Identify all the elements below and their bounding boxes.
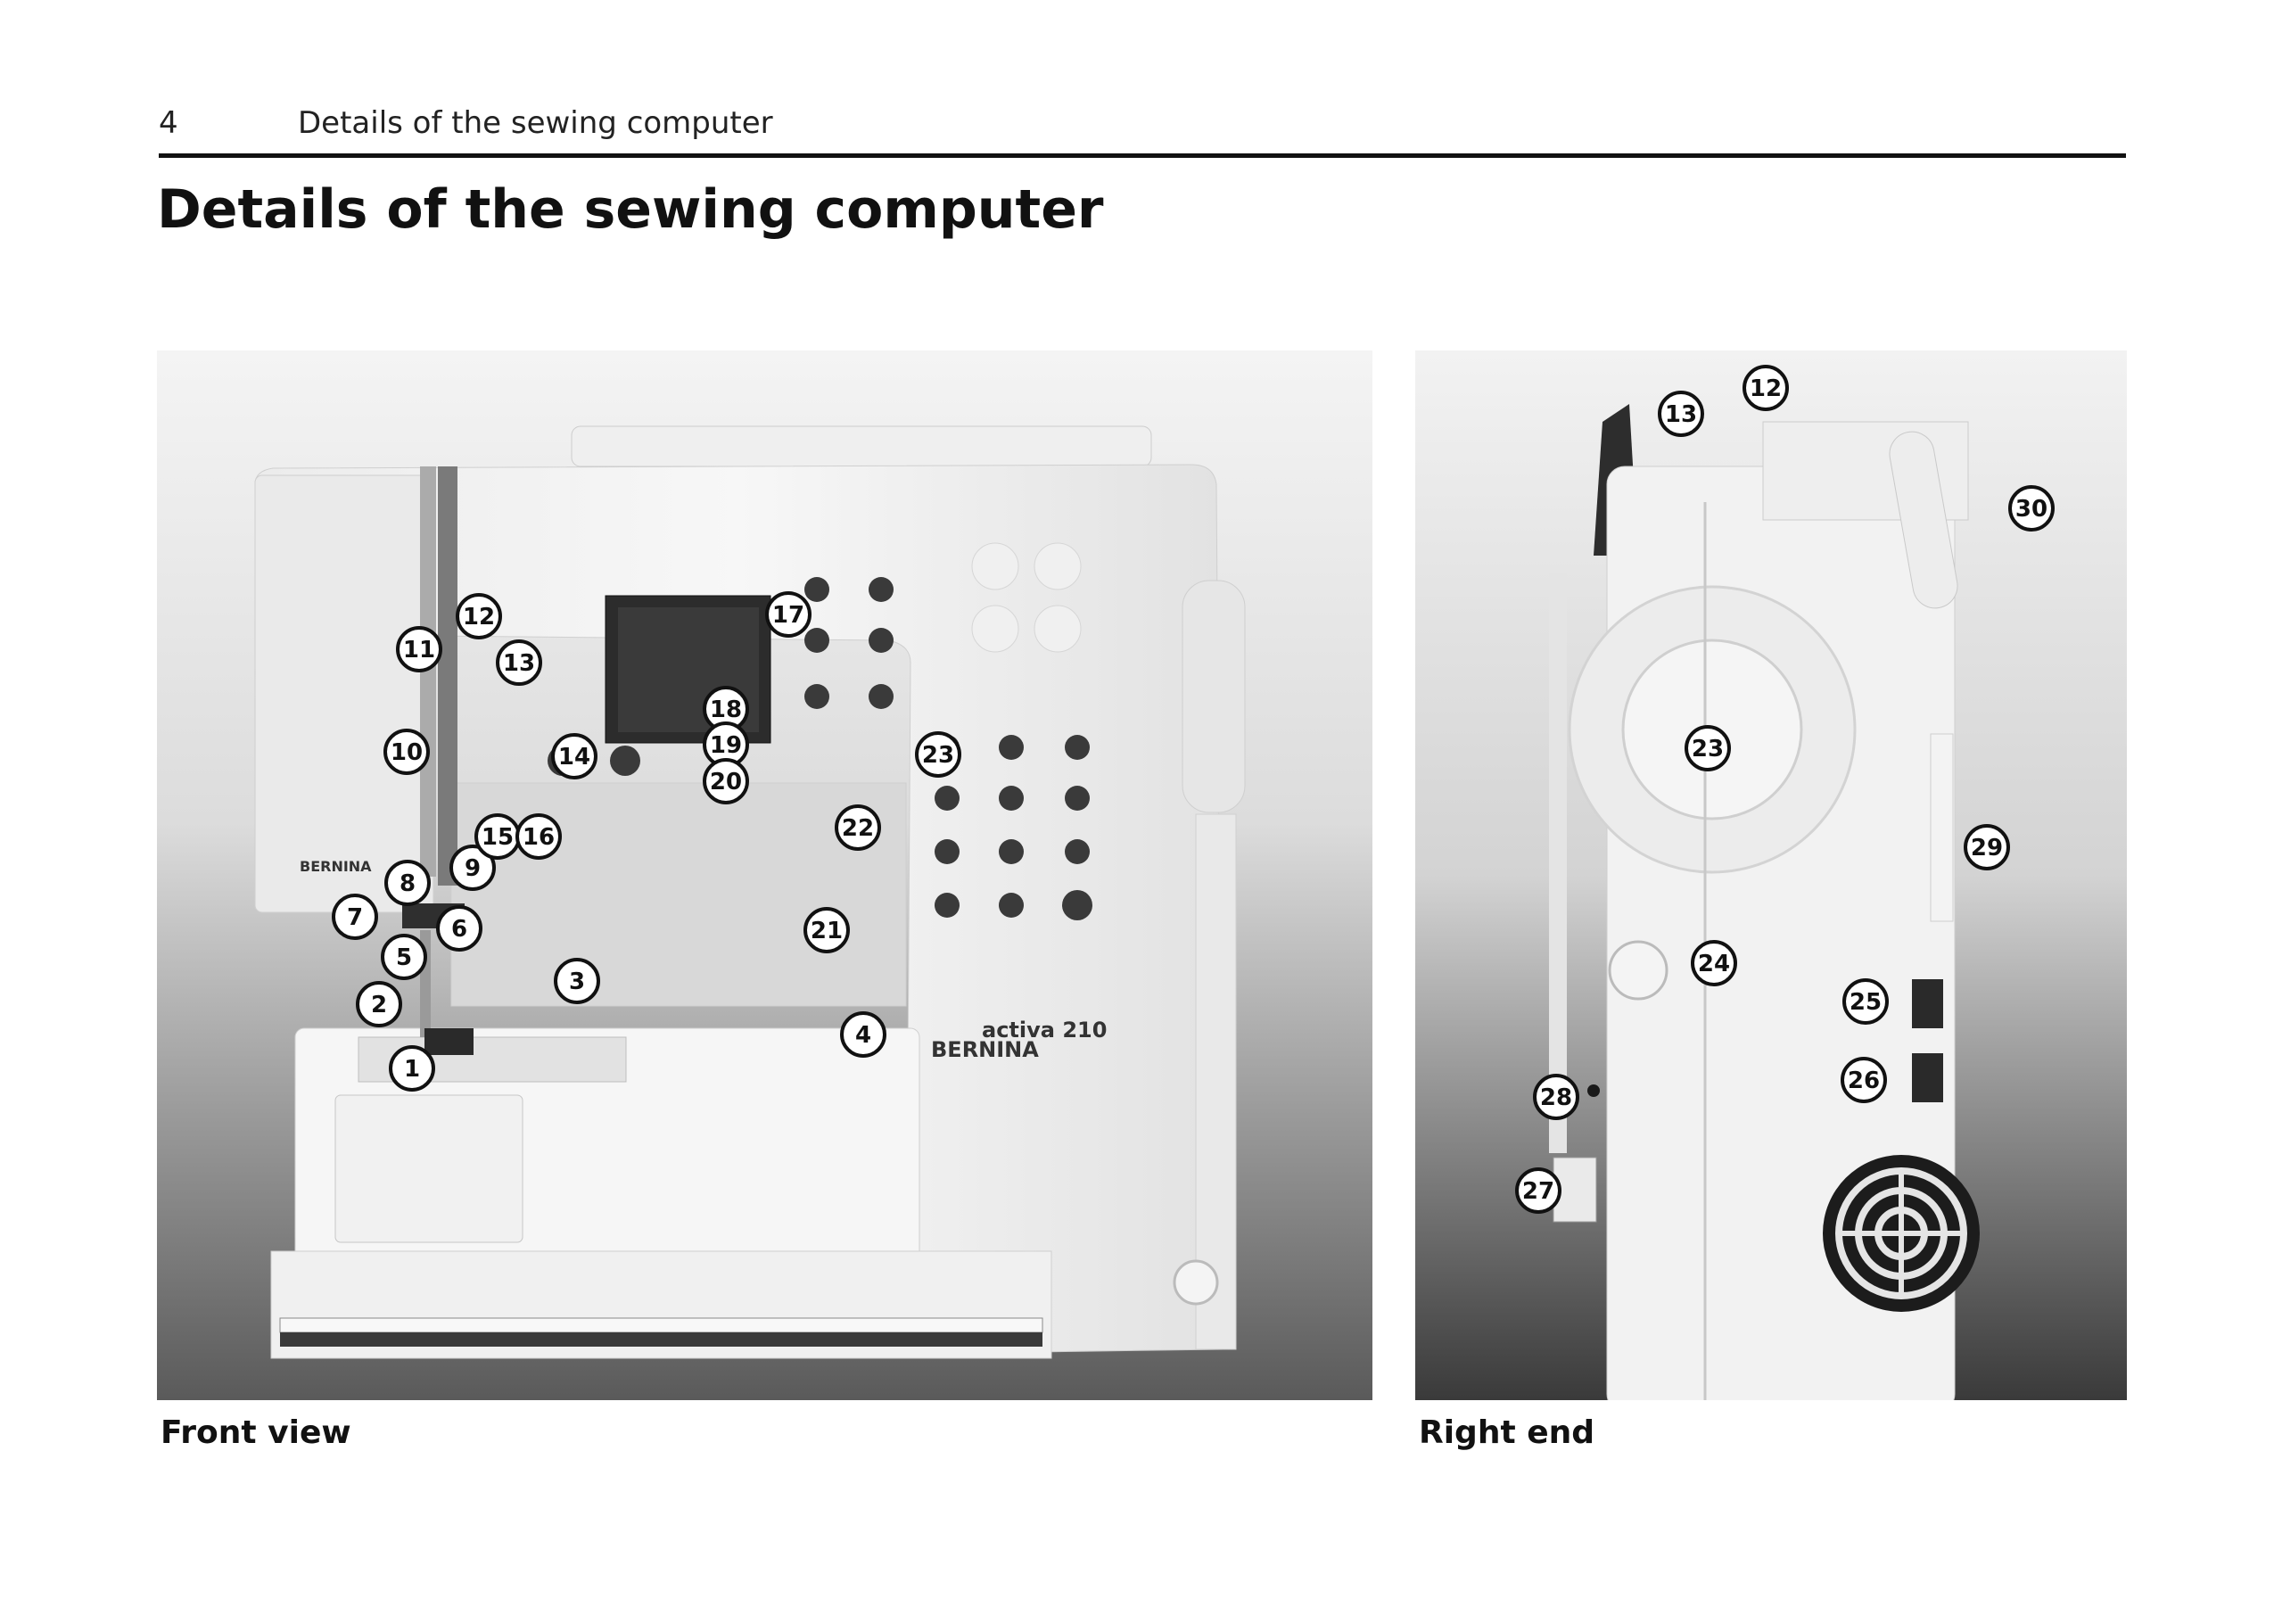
svg-text:29: 29 bbox=[1971, 835, 2003, 861]
callout-13: 13 bbox=[1658, 391, 1704, 437]
callout-18: 18 bbox=[703, 686, 749, 732]
callout-12: 12 bbox=[456, 593, 502, 639]
svg-text:23: 23 bbox=[1692, 736, 1724, 763]
svg-text:6: 6 bbox=[451, 916, 467, 943]
svg-text:26: 26 bbox=[1848, 1068, 1880, 1094]
page-title: Details of the sewing computer bbox=[157, 178, 1104, 241]
callout-12: 12 bbox=[1743, 365, 1789, 411]
svg-text:19: 19 bbox=[710, 732, 742, 759]
svg-text:14: 14 bbox=[558, 744, 590, 771]
running-title: Details of the sewing computer bbox=[298, 105, 773, 141]
header-rule bbox=[159, 153, 2126, 158]
callout-4: 4 bbox=[840, 1011, 886, 1058]
callout-24: 24 bbox=[1691, 940, 1737, 986]
model-name: activa 210 bbox=[982, 1018, 1107, 1043]
svg-text:12: 12 bbox=[463, 604, 495, 631]
callout-30: 30 bbox=[2008, 485, 2055, 532]
callout-29: 29 bbox=[1964, 824, 2010, 870]
caption-front-view: Front view bbox=[161, 1414, 351, 1451]
svg-text:1: 1 bbox=[404, 1056, 420, 1083]
callout-15: 15 bbox=[474, 813, 521, 860]
callout-16: 16 bbox=[515, 813, 562, 860]
svg-text:11: 11 bbox=[403, 637, 435, 664]
callout-6: 6 bbox=[436, 905, 482, 952]
svg-text:12: 12 bbox=[1750, 375, 1782, 402]
svg-text:13: 13 bbox=[1665, 401, 1697, 428]
callout-10: 10 bbox=[383, 729, 430, 775]
svg-text:15: 15 bbox=[482, 824, 514, 851]
svg-text:17: 17 bbox=[772, 602, 804, 629]
svg-text:10: 10 bbox=[391, 739, 423, 766]
callout-17: 17 bbox=[765, 591, 812, 638]
callout-14: 14 bbox=[551, 733, 597, 779]
svg-text:21: 21 bbox=[811, 918, 843, 944]
svg-text:13: 13 bbox=[503, 650, 535, 677]
svg-text:8: 8 bbox=[400, 870, 416, 897]
svg-text:28: 28 bbox=[1540, 1084, 1572, 1111]
brand-logo-bottom: BERNINA bbox=[931, 1037, 1039, 1062]
callout-25: 25 bbox=[1842, 978, 1889, 1025]
svg-text:3: 3 bbox=[569, 969, 585, 995]
control-buttons bbox=[548, 542, 1092, 920]
brand-logo-top: BERNINA bbox=[300, 858, 372, 875]
svg-text:20: 20 bbox=[710, 769, 742, 796]
callout-9: 9 bbox=[449, 845, 496, 891]
callout-1: 1 bbox=[389, 1045, 435, 1092]
svg-text:2: 2 bbox=[371, 992, 387, 1018]
callout-8: 8 bbox=[384, 860, 431, 906]
callout-5: 5 bbox=[381, 934, 427, 980]
callout-3: 3 bbox=[554, 958, 600, 1004]
callout-23: 23 bbox=[1685, 725, 1731, 771]
svg-text:7: 7 bbox=[347, 904, 363, 931]
callout-13: 13 bbox=[496, 639, 542, 686]
right-end-figure: 12 13 23 24 25 26 27 28 29 30 bbox=[1415, 350, 2127, 1400]
callout-11: 11 bbox=[396, 626, 442, 672]
svg-text:5: 5 bbox=[396, 944, 412, 971]
svg-text:30: 30 bbox=[2015, 496, 2047, 523]
callout-23: 23 bbox=[915, 731, 961, 778]
svg-text:23: 23 bbox=[922, 742, 954, 769]
page-number: 4 bbox=[159, 105, 178, 141]
callout-28: 28 bbox=[1533, 1074, 1579, 1120]
svg-text:9: 9 bbox=[465, 855, 481, 882]
svg-text:18: 18 bbox=[710, 697, 742, 723]
callout-27: 27 bbox=[1515, 1167, 1561, 1214]
svg-text:24: 24 bbox=[1698, 951, 1730, 977]
svg-text:4: 4 bbox=[855, 1022, 871, 1049]
callout-20: 20 bbox=[703, 758, 749, 804]
front-view-figure: BERNINA activa 210 BERNINA 1 2 3 4 5 6 7… bbox=[157, 350, 1372, 1400]
sewing-machine-side bbox=[1549, 404, 1980, 1400]
callout-7: 7 bbox=[332, 894, 378, 940]
svg-text:16: 16 bbox=[523, 824, 555, 851]
svg-text:25: 25 bbox=[1850, 989, 1882, 1016]
svg-text:22: 22 bbox=[842, 815, 874, 842]
callout-21: 21 bbox=[803, 907, 850, 953]
callout-22: 22 bbox=[835, 804, 881, 851]
callout-2: 2 bbox=[356, 981, 402, 1027]
caption-right-end: Right end bbox=[1419, 1414, 1595, 1451]
svg-text:27: 27 bbox=[1522, 1178, 1554, 1205]
callout-26: 26 bbox=[1841, 1057, 1887, 1103]
sewing-machine-front: BERNINA activa 210 BERNINA bbox=[254, 425, 1246, 1359]
